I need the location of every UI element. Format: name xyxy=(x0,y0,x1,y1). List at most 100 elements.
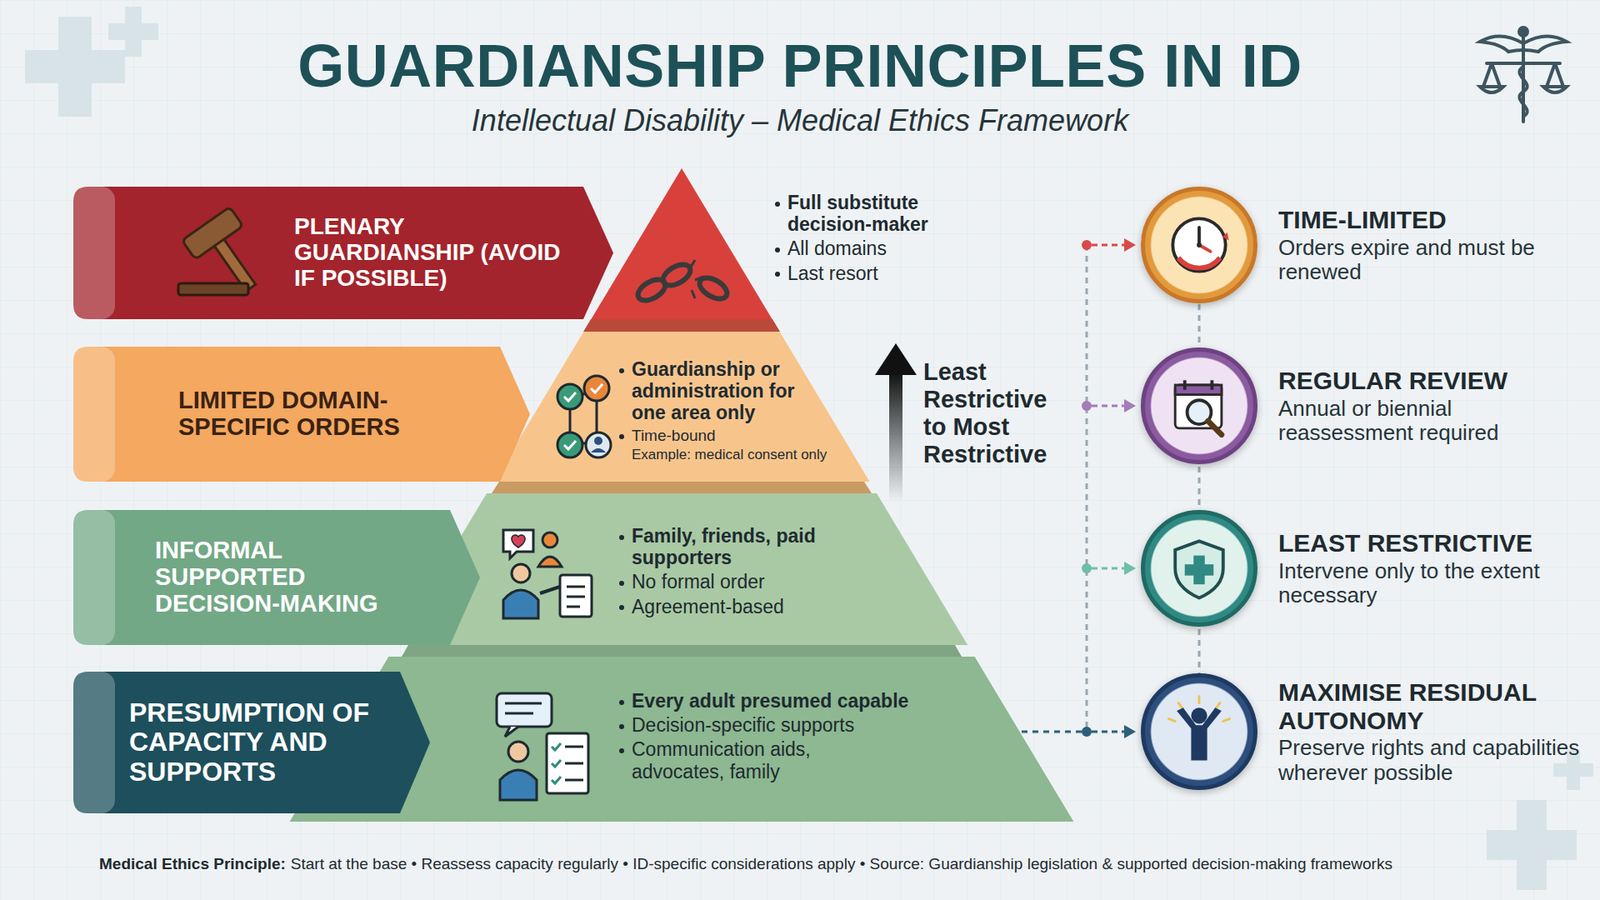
arrow-head xyxy=(1124,238,1136,252)
principle-circle xyxy=(1140,510,1258,627)
bullet-dot xyxy=(775,271,780,277)
bullet-item: Full substitute decision-maker xyxy=(772,191,952,235)
bullet-text: Communication aids, advocates, family xyxy=(631,738,842,782)
footer-note: Medical Ethics Principle:Start at the ba… xyxy=(99,855,1583,874)
bullet-text: All domains xyxy=(787,237,990,260)
bullet-text: Decision-specific supports xyxy=(631,714,900,736)
bullet-dot xyxy=(619,724,625,730)
principle-node: LEAST RESTRICTIVEIntervene only to the e… xyxy=(1137,510,1592,627)
connector xyxy=(1081,238,1136,252)
banner-tail xyxy=(73,186,115,320)
bullet-dot xyxy=(619,580,625,586)
principle-heading: REGULAR REVIEW xyxy=(1278,366,1589,395)
bullet-list: Guardianship or administration for one a… xyxy=(616,358,850,464)
connector-dot xyxy=(1081,563,1092,574)
bullet-text: Family, friends, paid supporters xyxy=(631,525,835,569)
banner-tail xyxy=(73,510,115,645)
principle-node: REGULAR REVIEWAnnual or biennial reasses… xyxy=(1137,347,1592,465)
tier-banner xyxy=(73,346,530,482)
bullet-dot xyxy=(619,605,625,610)
tier-banner xyxy=(73,186,614,320)
bullet-dot xyxy=(775,247,780,253)
bullet-text: Guardianship or administration for one a… xyxy=(631,358,807,425)
bullet-list: Full substitute decision-makerAll domain… xyxy=(772,191,990,285)
bullet-item: Communication aids, advocates, family xyxy=(616,738,842,782)
bullet-text: Last resort xyxy=(787,262,990,285)
connector-line xyxy=(1091,244,1126,247)
principle-node: TIME-LIMITEDOrders expire and must be re… xyxy=(1137,186,1592,304)
principle-heading: TIME-LIMITED xyxy=(1278,205,1589,235)
bullet-item: Example: medical consent only xyxy=(616,446,850,463)
bullet-dot xyxy=(775,201,780,207)
bullet-item: Agreement-based xyxy=(616,595,850,618)
pyramid-slice xyxy=(590,168,772,320)
tier-heading: INFORMAL SUPPORTED DECISION-MAKING xyxy=(155,537,422,618)
arrow-head xyxy=(1124,399,1136,413)
principle-text: MAXIMISE RESIDUAL AUTONOMYPreserve right… xyxy=(1278,678,1589,785)
principle-body: Orders expire and must be renewed xyxy=(1278,235,1589,285)
pyramid-tier: PLENARY GUARDIANSHIP (AVOID IF POSSIBLE)… xyxy=(66,168,1084,320)
tier-banner xyxy=(73,671,430,814)
bullet-dot xyxy=(619,434,625,440)
tier-shape-group xyxy=(73,168,773,320)
principle-icon xyxy=(1159,528,1240,609)
caduceus-scales-icon xyxy=(1480,27,1567,122)
bullet-dot xyxy=(619,700,625,705)
bullet-dot xyxy=(619,748,625,754)
tier-icon xyxy=(496,693,589,800)
bullet-dot xyxy=(619,535,625,540)
tier-icon xyxy=(178,206,731,305)
connector xyxy=(1081,561,1136,575)
connector-line xyxy=(1091,730,1126,734)
bullet-text: Example: medical consent only xyxy=(631,446,850,463)
banner-tail xyxy=(73,346,115,482)
principle-circle xyxy=(1140,347,1258,465)
bullet-item: Guardianship or administration for one a… xyxy=(616,358,807,425)
connector-line xyxy=(1091,405,1126,408)
dashed-guides xyxy=(1021,245,1200,732)
bullet-text: Full substitute decision-maker xyxy=(787,191,952,235)
subtitle: Intellectual Disability – Medical Ethics… xyxy=(0,103,1600,139)
principle-body: Preserve rights and capabilities whereve… xyxy=(1278,735,1589,785)
arrow-head xyxy=(1124,725,1136,739)
principle-body: Annual or biennial reassessment required xyxy=(1278,396,1589,445)
principle-icon xyxy=(1159,691,1240,772)
bullet-item: Last resort xyxy=(772,262,990,285)
tier-shape-group xyxy=(73,656,1074,822)
pyramid-tier: PRESUMPTION OF CAPACITY AND SUPPORTS Ever… xyxy=(66,656,1084,822)
tier-banner xyxy=(73,510,480,645)
connector-line xyxy=(1091,567,1126,570)
bullet-text: Every adult presumed capable xyxy=(631,690,950,712)
tier-heading: PRESUMPTION OF CAPACITY AND SUPPORTS xyxy=(129,698,380,787)
bullet-item: Every adult presumed capable xyxy=(616,690,950,712)
principle-icon xyxy=(1159,205,1240,285)
tier-heading: LIMITED DOMAIN-SPECIFIC ORDERS xyxy=(178,387,454,441)
bullet-dot xyxy=(619,368,625,374)
principle-circle xyxy=(1140,673,1258,790)
connector xyxy=(1081,725,1136,739)
plus-decor xyxy=(25,6,1594,890)
principle-heading: MAXIMISE RESIDUAL AUTONOMY xyxy=(1278,678,1589,735)
principle-node: MAXIMISE RESIDUAL AUTONOMYPreserve right… xyxy=(1137,673,1592,790)
bullet-item: Decision-specific supports xyxy=(616,714,900,736)
connector-dot xyxy=(1081,240,1092,250)
principle-circle xyxy=(1140,186,1258,304)
principle-icon xyxy=(1159,365,1240,446)
tier-icon xyxy=(557,375,611,458)
tier-shape xyxy=(66,168,1084,320)
tier-shape-group xyxy=(73,331,870,482)
bullet-item: All domains xyxy=(772,237,990,260)
tier-icon xyxy=(503,530,592,619)
connector-dot xyxy=(1081,400,1092,411)
principle-heading: LEAST RESTRICTIVE xyxy=(1278,529,1589,558)
principle-text: REGULAR REVIEWAnnual or biennial reasses… xyxy=(1278,366,1589,445)
banner-tail xyxy=(73,671,115,814)
bullet-item: Time-bound xyxy=(616,426,809,445)
connector xyxy=(1081,399,1136,413)
arrow-head xyxy=(1124,561,1136,575)
bullet-list: Family, friends, paid supportersNo forma… xyxy=(616,525,850,618)
pyramid-tier: INFORMAL SUPPORTED DECISION-MAKING Family… xyxy=(66,493,1084,645)
footer-lead: Medical Ethics Principle: xyxy=(99,855,286,874)
principle-text: TIME-LIMITEDOrders expire and must be re… xyxy=(1278,205,1589,285)
